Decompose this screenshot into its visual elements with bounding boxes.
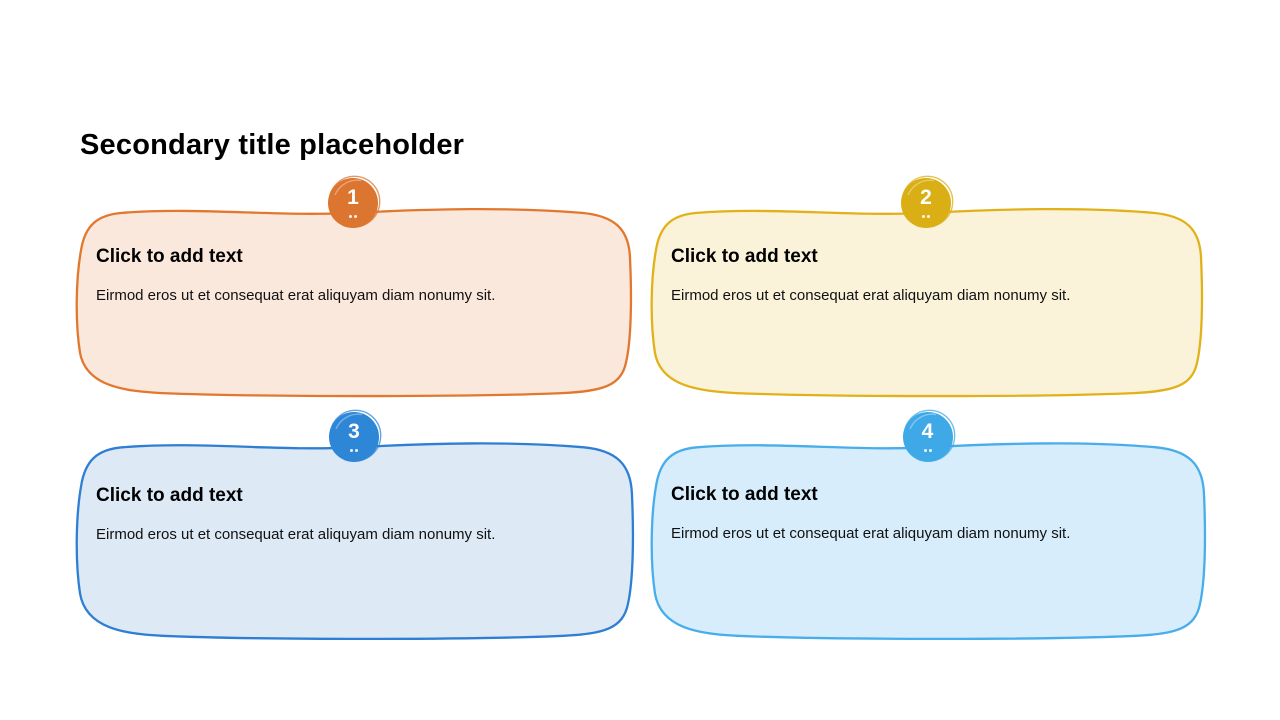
doodle-circle-icon [329, 409, 382, 462]
card-1-body-text[interactable]: Eirmod eros ut et consequat erat aliquya… [96, 287, 496, 304]
card-4-content: Click to add text Eirmod eros ut et cons… [671, 484, 1180, 544]
badge-dots-icon [349, 215, 352, 218]
badge-dots-icon [922, 215, 925, 218]
card-3: 3 Click to add text Eirmod eros ut et co… [70, 409, 638, 643]
card-4-number-badge: 4 [900, 409, 956, 465]
card-1-content: Click to add text Eirmod eros ut et cons… [96, 246, 606, 306]
doodle-circle-icon [902, 409, 955, 462]
card-2-heading-placeholder[interactable]: Click to add text [671, 246, 818, 267]
card-4-doodle-frame [645, 437, 1210, 643]
doodle-circle-icon [328, 175, 381, 228]
card-2-content: Click to add text Eirmod eros ut et cons… [671, 246, 1177, 306]
card-4: 4 Click to add text Eirmod eros ut et co… [645, 409, 1210, 643]
card-3-content: Click to add text Eirmod eros ut et cons… [96, 485, 608, 545]
card-3-body-text[interactable]: Eirmod eros ut et consequat erat aliquya… [96, 526, 496, 543]
card-2: 2 Click to add text Eirmod eros ut et co… [645, 175, 1207, 400]
card-4-heading-placeholder[interactable]: Click to add text [671, 484, 818, 505]
card-1-heading-placeholder[interactable]: Click to add text [96, 246, 243, 267]
card-1-number-badge: 1 [325, 175, 381, 231]
card-3-number-badge: 3 [326, 409, 382, 465]
badge-number: 3 [348, 420, 360, 443]
card-2-body-text[interactable]: Eirmod eros ut et consequat erat aliquya… [671, 287, 1071, 304]
badge-dots-icon [350, 449, 353, 452]
card-2-number-badge: 2 [898, 175, 954, 231]
card-3-heading-placeholder[interactable]: Click to add text [96, 485, 243, 506]
card-2-doodle-frame [645, 203, 1207, 400]
card-1: 1 Click to add text Eirmod eros ut et co… [70, 175, 636, 400]
badge-dots-icon [923, 449, 927, 452]
doodle-circle-icon [901, 175, 954, 228]
badge-number: 1 [347, 186, 359, 209]
card-3-doodle-frame [70, 437, 638, 643]
badge-number: 4 [921, 420, 934, 443]
card-4-body-text[interactable]: Eirmod eros ut et consequat erat aliquya… [671, 525, 1071, 542]
card-1-doodle-frame [70, 203, 636, 400]
slide-title[interactable]: Secondary title placeholder [80, 129, 465, 161]
badge-number: 2 [920, 186, 932, 209]
